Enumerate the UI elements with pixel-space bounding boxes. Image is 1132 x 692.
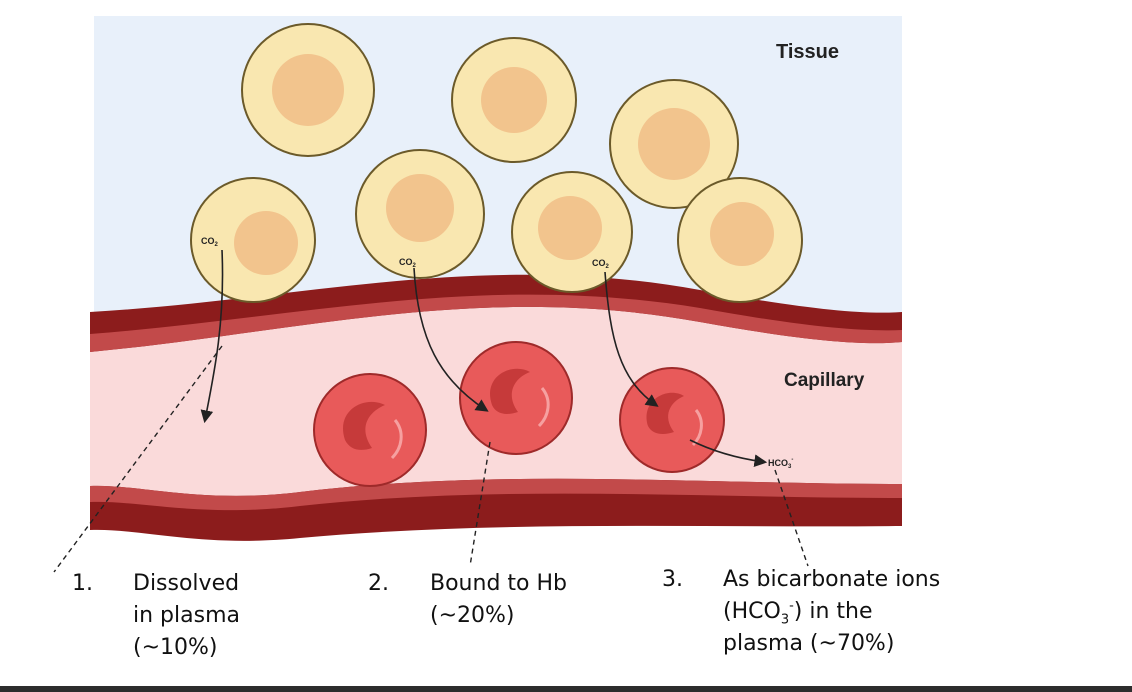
red-blood-cell: [313, 373, 427, 487]
tissue-cell: [451, 37, 577, 163]
tissue-label: Tissue: [776, 41, 839, 63]
leader-line-3: [774, 469, 809, 567]
tissue-cell: [511, 171, 633, 293]
caption-bound-hb: 2. Bound to Hb (~20%): [368, 568, 618, 648]
caption-number: 2.: [368, 571, 389, 596]
arrow-dissolved: [200, 249, 224, 424]
capillary-wall-top-inner: [90, 294, 902, 352]
red-blood-cell: [459, 341, 573, 455]
caption-line: As bicarbonate ions: [723, 567, 941, 592]
co2-label-2: CO2: [399, 257, 417, 269]
caption-line: (~20%): [430, 603, 515, 628]
leader-line-1: [53, 345, 223, 573]
arrow-bicarbonate: [689, 439, 768, 468]
caption-line: (~10%): [133, 635, 218, 660]
tissue-cell: [609, 79, 739, 209]
capillary-label: Capillary: [784, 370, 865, 391]
capillary-wall-bottom-inner: [90, 478, 902, 511]
red-blood-cell: [619, 367, 725, 473]
tissue-cell: [677, 177, 803, 303]
arrow-to-rbc: [604, 271, 659, 407]
caption-line: (HCO3-) in the: [723, 598, 873, 628]
caption-line: in plasma: [133, 603, 240, 628]
caption-number: 3.: [662, 567, 683, 592]
co2-label-3: CO2: [592, 258, 610, 270]
caption-line: Bound to Hb: [430, 571, 567, 596]
capillary-wall-top: [90, 274, 902, 352]
leader-line-2: [469, 441, 491, 567]
hco3-label: HCO3-: [768, 457, 793, 470]
co2-label-1: CO2: [201, 236, 219, 248]
tissue-cell: [355, 149, 485, 279]
bottom-bar: [0, 686, 1132, 692]
caption-line: Dissolved: [133, 571, 240, 596]
caption-bicarbonate: 3. As bicarbonate ions (HCO3-) in the pl…: [662, 564, 982, 674]
caption-line: plasma (~70%): [723, 631, 895, 656]
caption-dissolved: 1. Dissolved in plasma (~10%): [72, 568, 302, 678]
caption-number: 1.: [72, 571, 93, 596]
arrow-bound-hb: [413, 267, 489, 412]
tissue-cell: [241, 23, 375, 157]
